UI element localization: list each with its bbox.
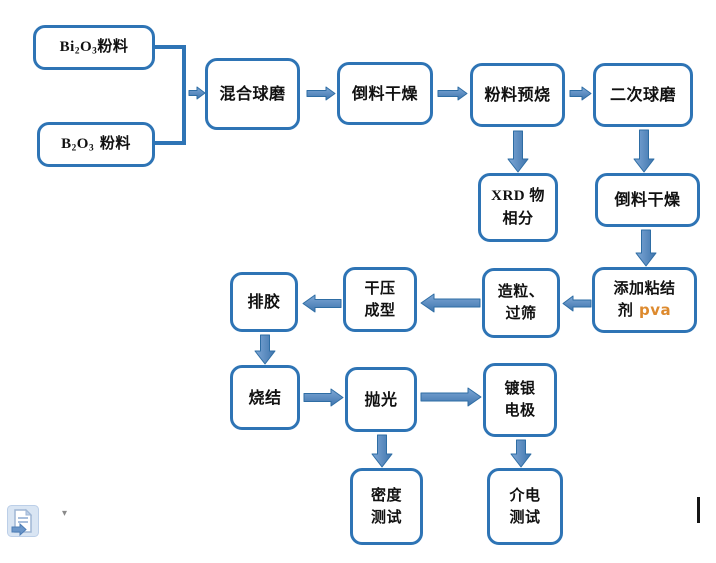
- chevron-down-icon[interactable]: ▾: [62, 508, 68, 519]
- flow-node-silver-electrode[interactable]: 镀银电极: [483, 363, 557, 437]
- flow-node-label: 测试: [370, 507, 402, 526]
- flow-node-label: 粉料预烧: [484, 85, 551, 105]
- flow-node-label: 介电: [509, 485, 541, 504]
- flow-node-dry-press-forming[interactable]: 干压成型: [343, 267, 417, 332]
- arrow-presinter-to-xrd[interactable]: [507, 130, 529, 173]
- paste-options-button[interactable]: [7, 505, 39, 537]
- paste-options-icon: [11, 508, 33, 537]
- flow-node-dielectric-test[interactable]: 介电测试: [487, 468, 563, 545]
- flow-node-debinding[interactable]: 排胶: [230, 272, 298, 332]
- flow-node-label: 烧结: [248, 387, 282, 407]
- flow-node-label: 造粒、: [497, 282, 545, 301]
- flow-node-xrd-phase-analysis[interactable]: XRD 物相分: [478, 173, 558, 242]
- arrow-debind-to-sinter[interactable]: [254, 334, 276, 365]
- flow-node-pour-dry-1[interactable]: 倒料干燥: [337, 62, 433, 125]
- flow-node-sintering[interactable]: 烧结: [230, 365, 300, 430]
- flow-node-label: 密度: [370, 485, 402, 504]
- flow-node-label: 剂 pva: [617, 301, 672, 319]
- arrow-binder-to-granulate[interactable]: [562, 295, 592, 312]
- flow-node-label: 干压: [364, 278, 396, 297]
- arrow-granulate-to-press[interactable]: [420, 293, 481, 313]
- arrow-polish-to-density[interactable]: [371, 434, 393, 468]
- arrow-drying1-to-presinter[interactable]: [437, 86, 468, 101]
- flow-node-b2o3-powder[interactable]: B2O3 粉料: [37, 122, 155, 167]
- flow-node-add-binder-pva[interactable]: 添加粘结剂 pva: [592, 267, 697, 333]
- flow-node-label: 排胶: [247, 292, 281, 312]
- flow-node-granulate-sieve[interactable]: 造粒、过筛: [482, 268, 560, 338]
- arrow-presinter-to-secondmill[interactable]: [569, 86, 592, 101]
- flow-node-polishing[interactable]: 抛光: [345, 367, 417, 432]
- flow-node-label: 相分: [502, 209, 534, 227]
- flow-node-label: 成型: [364, 300, 396, 319]
- arrow-sinter-to-polish[interactable]: [303, 388, 344, 407]
- flow-node-mixing-ball-mill[interactable]: 混合球磨: [205, 58, 300, 130]
- flow-node-second-ball-mill[interactable]: 二次球磨: [593, 63, 693, 127]
- flow-node-label: 倒料干燥: [614, 190, 681, 210]
- flow-node-label: 抛光: [364, 389, 398, 409]
- flow-node-bi2o3-powder[interactable]: Bi2O3粉料: [33, 25, 155, 70]
- flow-node-density-test[interactable]: 密度测试: [350, 468, 423, 545]
- arrow-polish-to-silver[interactable]: [420, 387, 482, 407]
- arrow-drying2-to-binder[interactable]: [635, 229, 657, 267]
- text-caret: [697, 497, 700, 523]
- flow-node-label: 镀银: [504, 379, 536, 398]
- merge-line-top: [154, 45, 186, 49]
- flow-node-label: 二次球磨: [609, 85, 676, 105]
- flow-node-label: 混合球磨: [219, 84, 286, 104]
- flow-node-label: 过筛: [505, 304, 537, 322]
- arrow-press-to-debind[interactable]: [302, 294, 342, 313]
- flow-node-powder-presinter[interactable]: 粉料预烧: [470, 63, 565, 127]
- flow-node-label: B2O3 粉料: [61, 133, 131, 154]
- flow-node-label: 测试: [509, 507, 541, 526]
- flow-node-pour-dry-2[interactable]: 倒料干燥: [595, 173, 700, 227]
- flow-node-label: 添加粘结: [613, 279, 676, 298]
- merge-line-vertical: [182, 45, 186, 145]
- merge-line-bottom: [154, 141, 186, 145]
- arrow-secondmill-to-drying2[interactable]: [633, 129, 655, 173]
- arrow-silver-to-dielectric[interactable]: [510, 439, 532, 468]
- flow-node-label: 电极: [504, 401, 536, 419]
- flow-node-label: Bi2O3粉料: [59, 36, 129, 57]
- arrow-mixing-to-drying1[interactable]: [306, 86, 336, 101]
- arrow-merge-to-mixing[interactable]: [188, 86, 206, 100]
- flow-node-label: 倒料干燥: [351, 83, 418, 103]
- flow-node-label: XRD 物: [491, 186, 545, 205]
